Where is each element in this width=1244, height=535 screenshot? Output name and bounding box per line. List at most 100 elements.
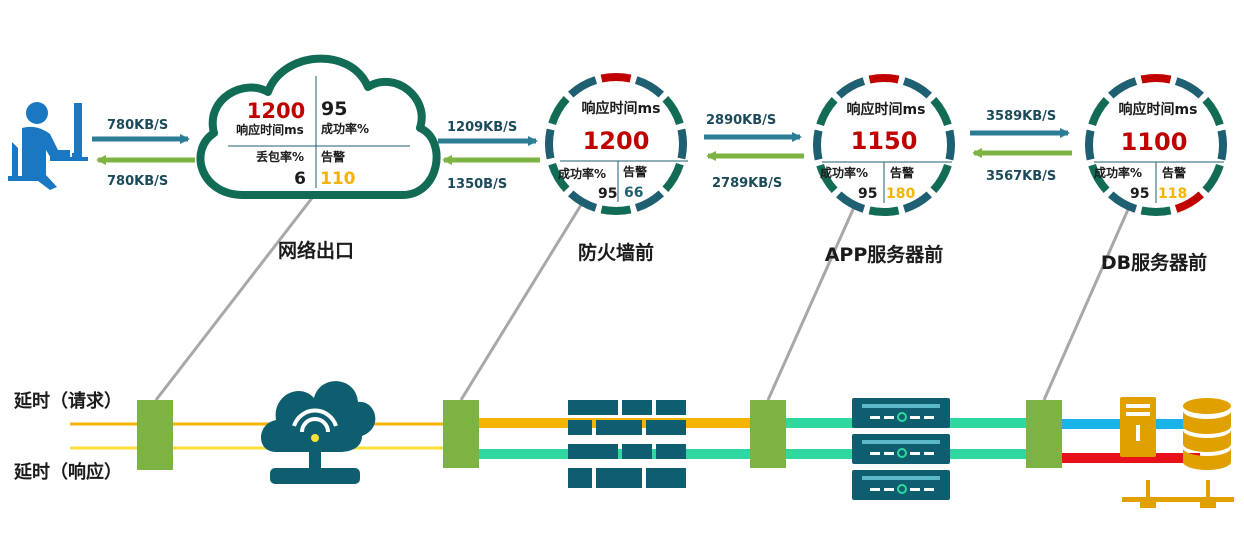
firewall-ring-segment <box>545 128 555 160</box>
db-alarm-label: 告警 <box>1162 165 1186 180</box>
latency-response-label: 延时（响应） <box>13 461 122 483</box>
db-ring-segment <box>1108 191 1138 213</box>
cloud-success-rate: 95 <box>321 98 347 120</box>
firewall-brick-icon <box>568 400 686 488</box>
app-alarm-label: 告警 <box>890 165 914 180</box>
db-ring-segment <box>1174 191 1204 213</box>
firewall-status-ring <box>545 73 687 215</box>
cloud-wifi-icon <box>261 381 376 484</box>
db-success-rate: 95 <box>1130 186 1149 202</box>
firewall-ring-segment <box>662 162 684 192</box>
db-response-label: 响应时间ms <box>1119 101 1198 118</box>
latency-request-label: 延时（请求） <box>13 390 122 412</box>
app-status-ring <box>813 74 955 216</box>
latency-labels: 延时（请求） 延时（响应） <box>13 390 122 483</box>
app-ring-segment <box>930 163 952 193</box>
db-response-time: 1100 <box>1121 128 1188 156</box>
app-ring-segment <box>868 74 900 84</box>
user-out-rate: 780KB/S <box>107 118 168 133</box>
firewall-ring-segment <box>600 73 632 83</box>
app-ring-segment <box>836 191 866 213</box>
link-2-out-rate: 2890KB/S <box>706 113 776 128</box>
pointer-line-app <box>766 204 857 401</box>
app-ring-segment <box>945 129 955 161</box>
pointer-line-db <box>1042 204 1132 401</box>
cloud-shape <box>196 54 441 200</box>
probe-connectors <box>137 400 1062 470</box>
db-success-label: 成功率% <box>1094 165 1142 180</box>
cloud-loss-value: 6 <box>294 169 306 189</box>
link-firewall-app: 2890KB/S 2789KB/S <box>704 113 804 191</box>
db-ring-segment <box>1088 163 1110 193</box>
cloud-loss-label: 丢包率% <box>256 149 304 164</box>
link-3-in-rate: 3567KB/S <box>986 169 1056 184</box>
probe-connector-app <box>750 400 786 468</box>
app-ring-segment <box>930 97 952 127</box>
server-rack-icon <box>852 398 950 500</box>
pointer-lines <box>154 197 1132 401</box>
firewall-ring-segment <box>677 128 687 160</box>
database-icon <box>1183 398 1231 470</box>
cloud-node: 1200 响应时间ms 95 成功率% 丢包率% 6 告警 110 网络出口 <box>196 54 441 262</box>
db-ring-segment <box>1088 97 1110 127</box>
link-app-db: 3589KB/S 3567KB/S <box>970 109 1072 184</box>
cloud-alarm-label: 告警 <box>321 149 345 164</box>
app-success-label: 成功率% <box>820 165 868 180</box>
firewall-ring-segment <box>548 96 570 126</box>
app-ring-segment <box>816 97 838 127</box>
app-ring-segment <box>902 77 932 99</box>
db-ring-segment <box>1108 77 1138 99</box>
user-in-rate: 780KB/S <box>107 174 168 189</box>
probe-connector-firewall <box>443 400 479 468</box>
user-at-computer-icon <box>8 102 88 190</box>
link-2-in-rate: 2789KB/S <box>712 176 782 191</box>
link-1-out-rate: 1209KB/S <box>447 120 517 135</box>
app-ring-segment <box>836 77 866 99</box>
db-ring-segment <box>1140 74 1172 84</box>
app-alarm-value: 180 <box>886 186 915 202</box>
user-cloud-flow: 780KB/S 780KB/S <box>92 118 195 189</box>
db-ring-segment <box>1202 97 1224 127</box>
app-server-node: 响应时间ms 1150 成功率% 95 告警 180 APP服务器前 <box>813 74 955 266</box>
pointer-line-firewall <box>459 204 583 401</box>
cloud-response-time: 1200 <box>247 99 305 123</box>
app-ring-segment <box>813 129 823 161</box>
probe-connector-db <box>1026 400 1062 468</box>
bus-network-icon <box>1122 480 1234 508</box>
app-ring-segment <box>816 163 838 193</box>
firewall-ring-segment <box>600 205 632 215</box>
link-cloud-firewall: 1209KB/S 1350B/S <box>438 120 540 192</box>
firewall-response-label: 响应时间ms <box>582 100 661 117</box>
firewall-success-label: 成功率% <box>558 166 606 181</box>
firewall-ring-segment <box>568 76 598 98</box>
firewall-response-time: 1200 <box>583 127 650 155</box>
db-ring-segment <box>1085 129 1095 161</box>
firewall-node: 响应时间ms 1200 成功率% 95 告警 66 防火墙前 <box>545 73 688 264</box>
app-response-time: 1150 <box>851 127 918 155</box>
firewall-caption: 防火墙前 <box>578 241 654 264</box>
firewall-ring-segment <box>548 162 570 192</box>
cloud-caption: 网络出口 <box>278 239 354 262</box>
app-caption: APP服务器前 <box>825 243 944 266</box>
firewall-ring-segment <box>634 190 664 212</box>
cloud-alarm-value: 110 <box>320 169 356 189</box>
app-success-rate: 95 <box>858 186 877 202</box>
db-ring-segment <box>1202 163 1224 193</box>
db-caption: DB服务器前 <box>1101 251 1207 274</box>
db-status-ring <box>1085 74 1227 216</box>
link-1-in-rate: 1350B/S <box>447 177 507 192</box>
firewall-ring-segment <box>634 76 664 98</box>
db-alarm-value: 118 <box>1158 186 1187 202</box>
firewall-alarm-value: 66 <box>624 185 643 201</box>
db-ring-segment <box>1140 206 1172 216</box>
server-tower-icon <box>1120 397 1156 457</box>
firewall-ring-segment <box>568 190 598 212</box>
db-ring-segment <box>1217 129 1227 161</box>
db-ring-segment <box>1174 77 1204 99</box>
app-ring-segment <box>902 191 932 213</box>
app-response-label: 响应时间ms <box>847 101 926 118</box>
firewall-success-rate: 95 <box>598 186 617 202</box>
cloud-response-label: 响应时间ms <box>236 122 304 137</box>
cloud-success-label: 成功率% <box>321 121 369 136</box>
